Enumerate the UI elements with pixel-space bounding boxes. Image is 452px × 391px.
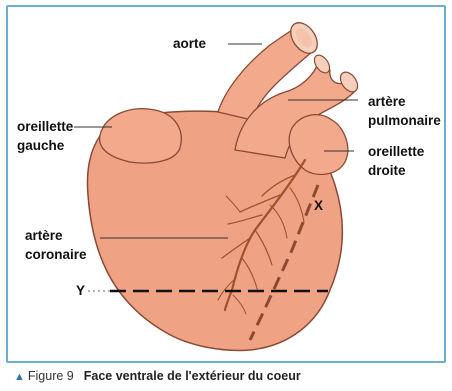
label-oreillette-gauche-2: gauche <box>17 138 65 153</box>
marker-y: Y <box>76 283 85 298</box>
figure-caption: ▲Figure 9 Face ventrale de l'extérieur du… <box>14 369 301 383</box>
left-atrium <box>100 109 182 163</box>
label-artere-coronaire-1: artère <box>25 228 63 243</box>
label-artere-coronaire-2: coronaire <box>25 247 87 262</box>
figure-number: Figure 9 <box>28 369 74 383</box>
marker-x: X <box>314 198 323 213</box>
label-artere-pulmonaire-2: pulmonaire <box>368 113 441 128</box>
caption-triangle-icon: ▲ <box>14 371 25 383</box>
label-artere-pulmonaire-1: artère <box>368 94 406 109</box>
figure-title: Face ventrale de l'extérieur du coeur <box>84 369 301 383</box>
label-oreillette-gauche-1: oreillette <box>17 119 74 134</box>
label-aorte: aorte <box>173 36 207 51</box>
label-oreillette-droite-2: droite <box>368 163 406 178</box>
label-oreillette-droite-1: oreillette <box>368 144 425 159</box>
